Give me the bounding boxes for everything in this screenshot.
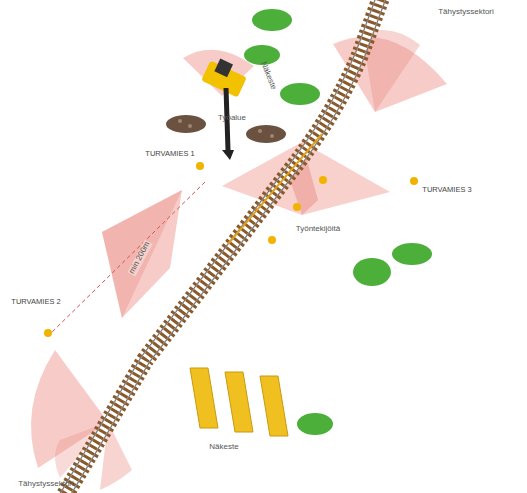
label: Tähystyssektori: [18, 480, 74, 489]
bushes: [244, 9, 432, 435]
label: Näkeste: [258, 61, 277, 92]
label: Tähystyssektori: [438, 8, 494, 17]
excavator: [201, 59, 247, 160]
label: TURVAMIES 3: [422, 186, 471, 194]
label: Työntekijöitä: [296, 225, 340, 234]
label: TURVAMIES 2: [11, 298, 60, 306]
label: TURVAMIES 1: [145, 150, 194, 158]
persons: [44, 162, 418, 337]
railway-track: [62, 0, 382, 493]
label: Työalue: [218, 114, 246, 123]
lumber-stacks: [190, 368, 288, 436]
distance-line: [48, 182, 205, 336]
observation-sectors: [31, 30, 447, 490]
label: Näkeste: [209, 443, 238, 452]
